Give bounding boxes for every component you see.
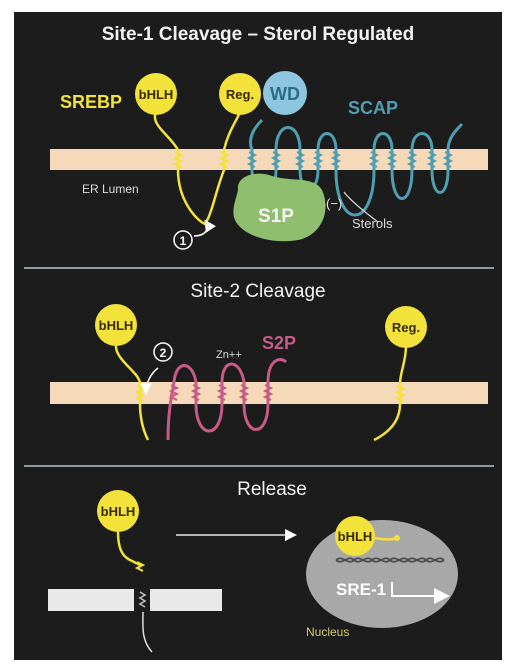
bhlh-label-panel2: bHLH — [99, 318, 134, 333]
panel2-title: Site-2 Cleavage — [190, 281, 325, 302]
bhlh-tail-tip — [394, 535, 400, 541]
membrane-fragment-right — [150, 589, 222, 611]
er-lumen-label: ER Lumen — [82, 182, 139, 196]
nucleus — [306, 520, 458, 628]
bhlh-label-nucleus: bHLH — [338, 529, 373, 544]
panel1-title: Site-1 Cleavage – Sterol Regulated — [102, 24, 415, 45]
bhlh-label-panel1: bHLH — [139, 87, 174, 102]
bhlh-tail-nucleus — [375, 538, 396, 540]
bhlh-label-released: bHLH — [101, 504, 136, 519]
sre-label: SRE-1 — [336, 580, 386, 599]
s2p-label: S2P — [262, 333, 296, 353]
panel3-title: Release — [237, 479, 307, 500]
srebp-label: SREBP — [60, 92, 122, 112]
membrane-fragment-left — [48, 589, 134, 611]
er-membrane — [50, 149, 488, 170]
wd-label: WD — [270, 84, 300, 104]
nucleus-label: Nucleus — [306, 625, 349, 639]
sterols-label: Sterols — [352, 216, 393, 231]
step2-label: 2 — [160, 346, 167, 360]
step1-label: 1 — [180, 234, 187, 248]
scap-label: SCAP — [348, 98, 398, 118]
s1p-label: S1P — [258, 206, 294, 227]
reg-label-panel1: Reg. — [226, 87, 254, 102]
zn-label: Zn++ — [216, 349, 242, 361]
inhibit-label: (−) — [326, 196, 342, 211]
reg-label-panel2: Reg. — [392, 320, 420, 335]
